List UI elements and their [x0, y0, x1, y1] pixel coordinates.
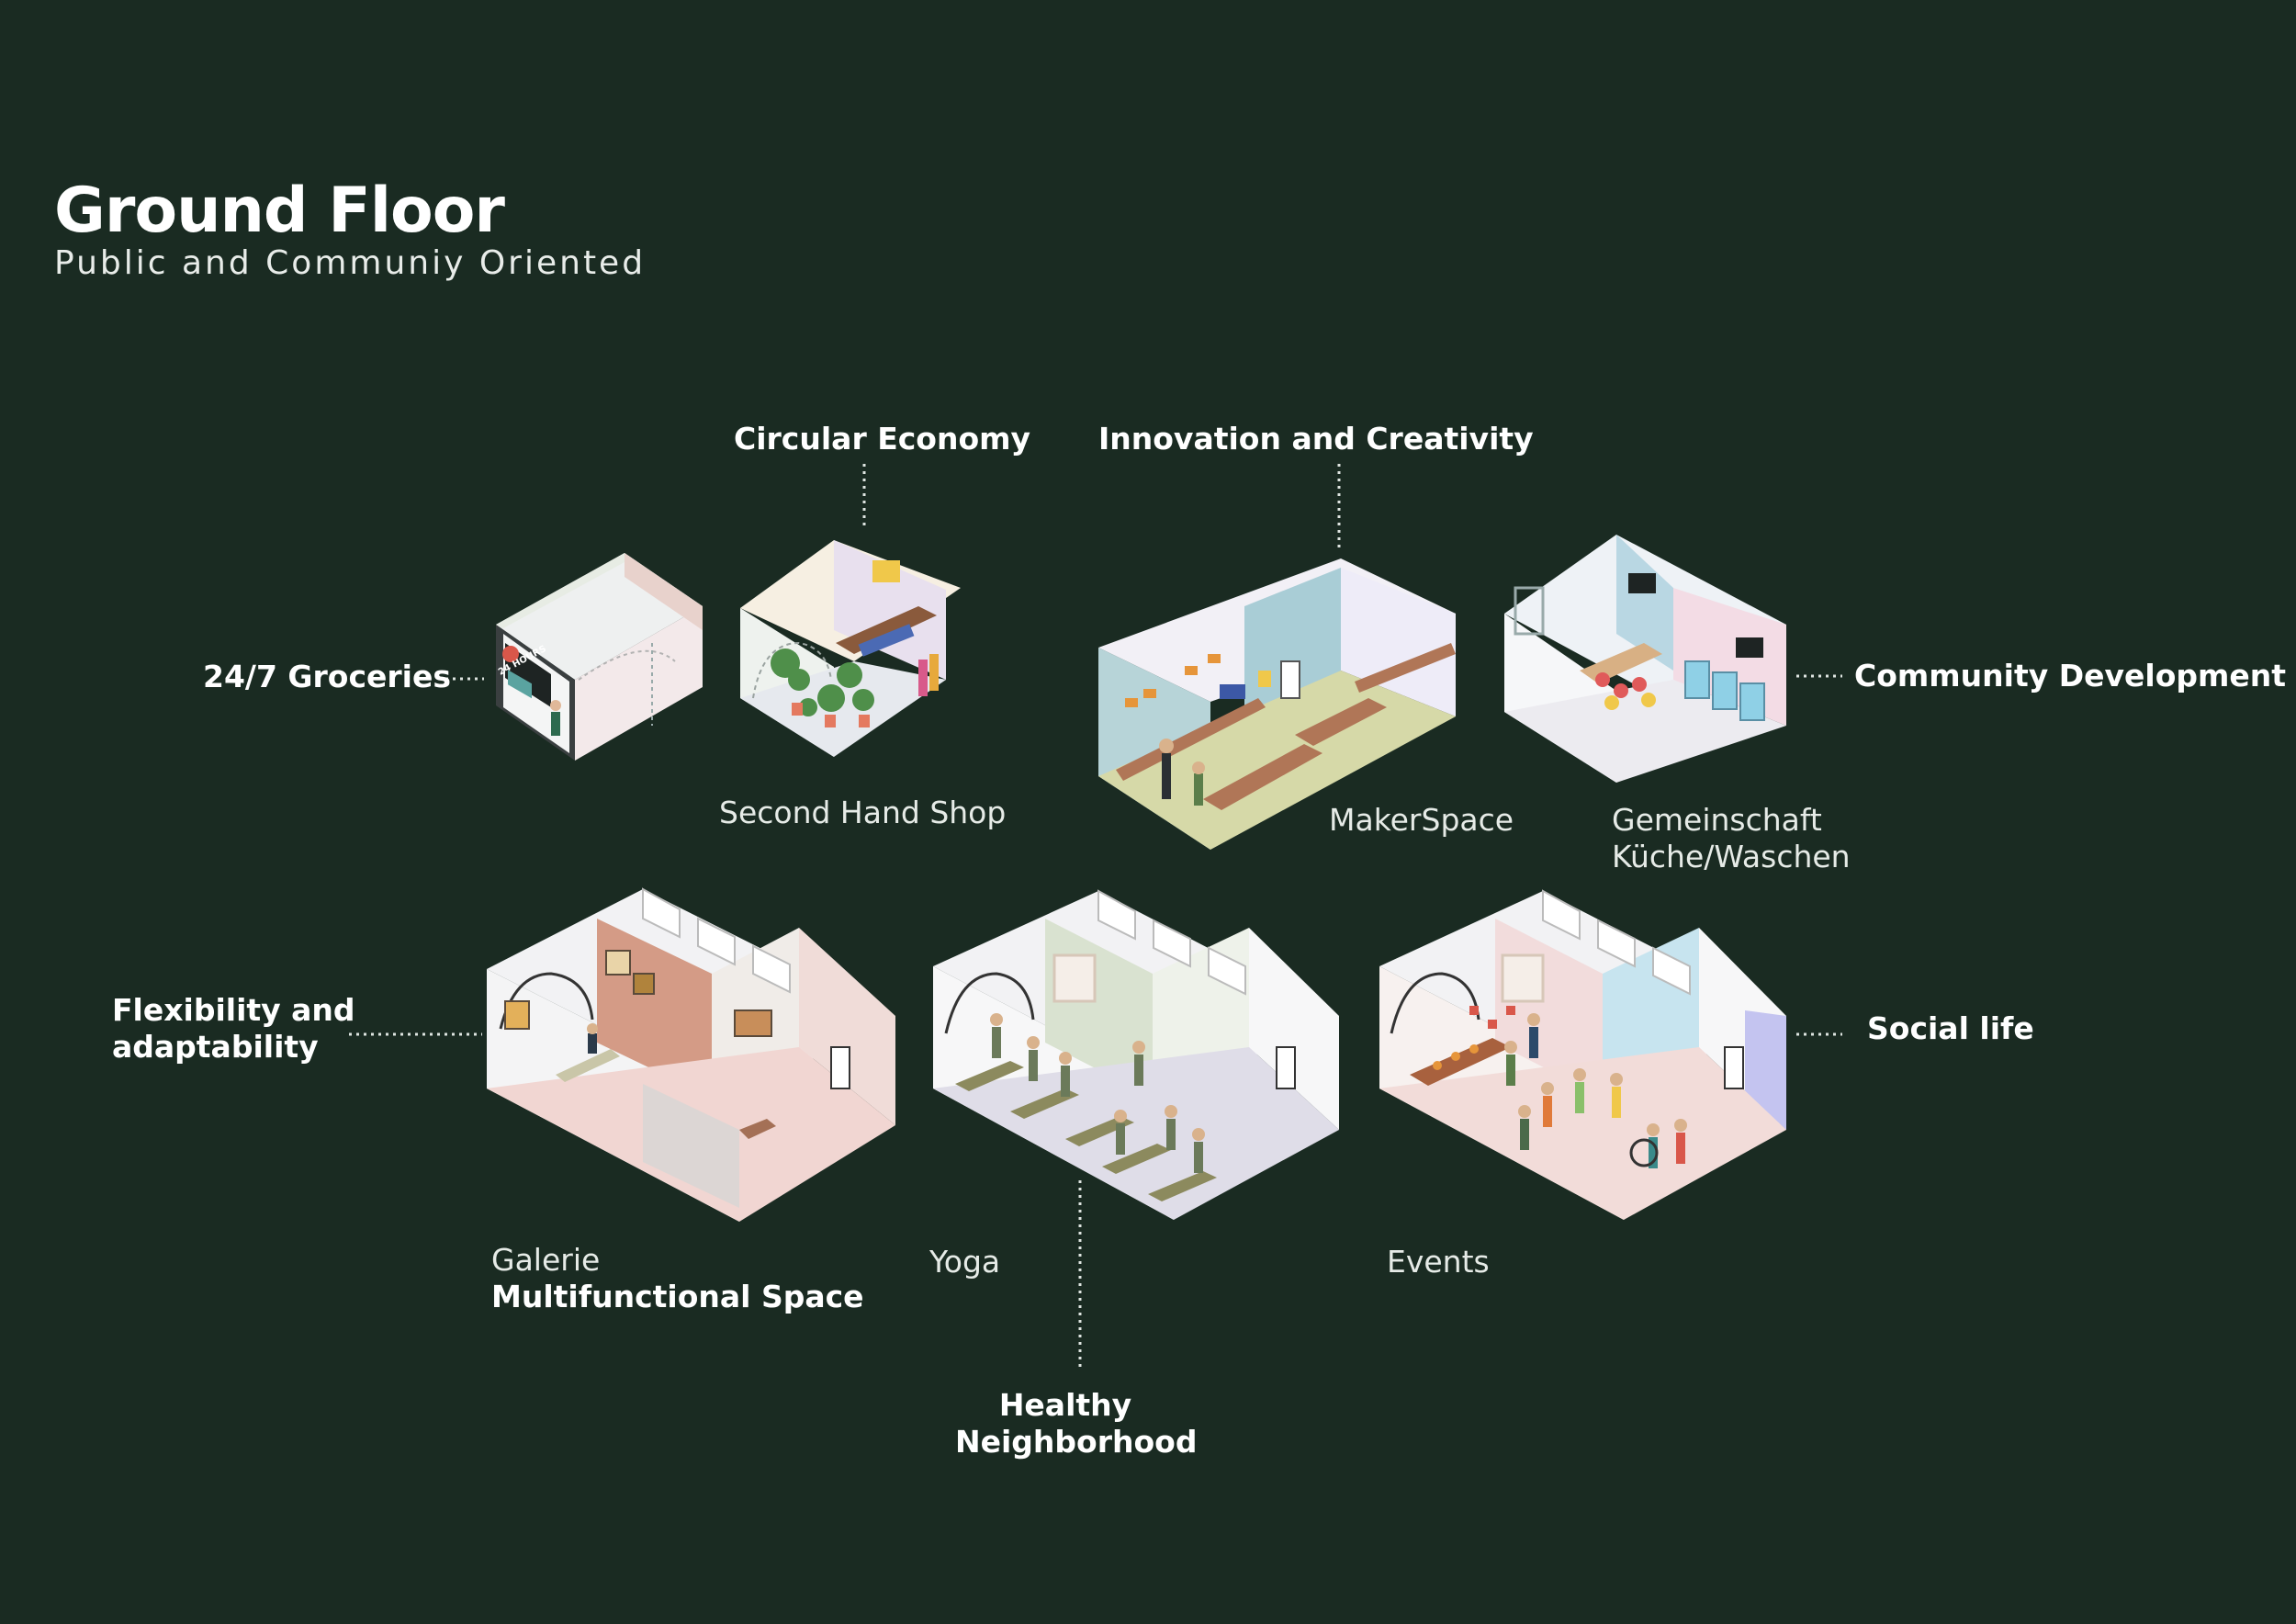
- label-gemeinschaft: Gemeinschaft Küche/Waschen: [1612, 802, 1851, 874]
- room-makerspace: [1098, 558, 1456, 850]
- label-groceries: 24/7 Groceries: [203, 659, 452, 694]
- label-second-hand-shop: Second Hand Shop: [719, 795, 1007, 830]
- label-flexibility: Flexibility and adaptability: [112, 992, 355, 1065]
- label-healthy-neighborhood: Healthy Neighborhood: [955, 1387, 1198, 1460]
- label-multifunctional-space: Multifunctional Space: [491, 1278, 864, 1314]
- label-circular-economy: Circular Economy: [734, 421, 1031, 457]
- label-makerspace: MakerSpace: [1329, 802, 1514, 838]
- label-yoga: Yoga: [929, 1244, 1001, 1280]
- room-second-hand-shop: [740, 540, 961, 757]
- room-gemeinschaft: [1504, 535, 1786, 783]
- label-healthy-line2: Neighborhood: [955, 1423, 1198, 1460]
- page-subtitle: Public and Communiy Oriented: [54, 244, 647, 282]
- label-community-development: Community Development: [1854, 658, 2287, 694]
- label-galerie: Galerie: [491, 1242, 601, 1278]
- connector-lines: [349, 464, 1842, 1369]
- label-gemeinschaft-line2: Küche/Waschen: [1612, 838, 1851, 874]
- label-events: Events: [1387, 1244, 1490, 1280]
- label-flexibility-line2: adaptability: [112, 1028, 319, 1065]
- label-innovation: Innovation and Creativity: [1098, 421, 1534, 457]
- room-galerie: [487, 887, 895, 1222]
- label-galerie-group: Galerie Multifunctional Space: [491, 1242, 864, 1314]
- room-groceries: [496, 553, 703, 761]
- label-social-life: Social life: [1867, 1010, 2034, 1046]
- label-gemeinschaft-line1: Gemeinschaft: [1612, 802, 1822, 838]
- page-title: Ground Floor: [54, 175, 505, 247]
- room-events: [1379, 889, 1786, 1220]
- room-yoga: [933, 889, 1339, 1220]
- label-flexibility-line1: Flexibility and: [112, 992, 355, 1028]
- label-healthy-line1: Healthy: [998, 1387, 1132, 1423]
